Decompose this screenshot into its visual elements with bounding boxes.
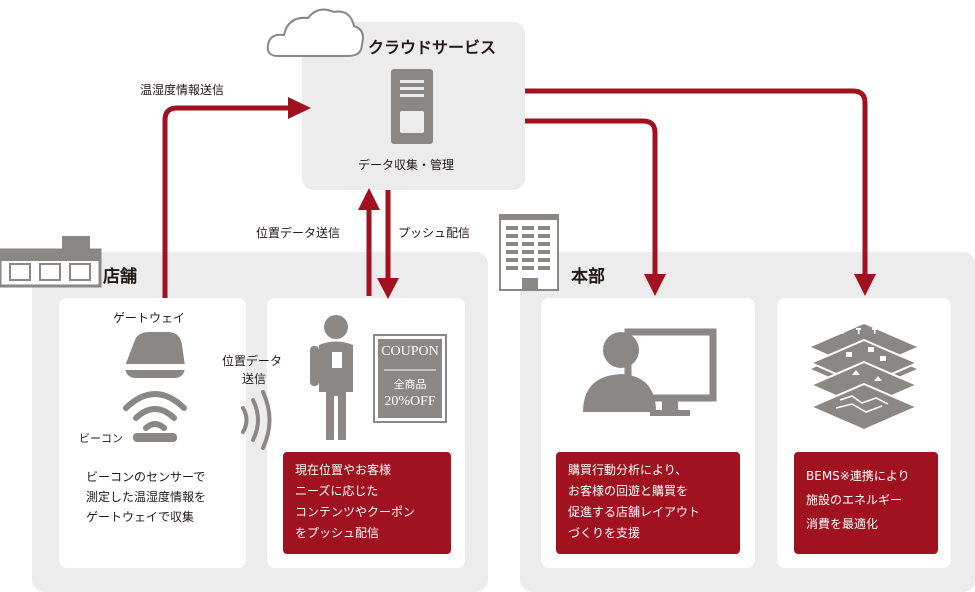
building-floors-icon	[808, 324, 920, 432]
bems-box: BEMS※連携により 施設のエネルギー 消費を最適化	[794, 452, 938, 554]
beacon-label: ビーコン	[79, 432, 123, 445]
data-collection-label: データ収集・管理	[358, 158, 455, 172]
beacon-location-send-label-2: 送信	[242, 372, 267, 386]
analyst-computer-icon	[583, 328, 717, 416]
server-icon	[391, 69, 433, 144]
temp-humidity-arrowhead	[288, 97, 311, 119]
gateway-icon	[125, 332, 185, 378]
push-box-line: 現在位置やお客様	[295, 463, 392, 477]
cloud-icon	[266, 8, 364, 57]
store-building-icon	[0, 236, 102, 288]
analysis-box-line: 促進する店舗レイアウト	[568, 505, 701, 519]
coupon-line-1: 全商品	[393, 378, 427, 391]
push-delivery-box: 現在位置やお客様 ニーズに応じた コンテンツやクーポン をプッシュ配信	[283, 452, 451, 554]
store-description-line: ビーコンのセンサーで	[86, 470, 206, 484]
beacon-location-send-label-1: 位置データ	[222, 354, 283, 368]
analysis-box: 購買行動分析により、 お客様の回遊と購買を 促進する店舗レイアウト づくりを支援	[556, 452, 740, 554]
location-send-label: 位置データ送信	[256, 226, 341, 240]
bems-box-line: BEMS※連携により	[806, 469, 910, 483]
store-description-line: 測定した温湿度情報を	[86, 490, 207, 504]
analysis-box-line: づくりを支援	[568, 526, 641, 540]
push-box-line: ニーズに応じた	[295, 484, 379, 498]
temp-humidity-send-label: 温湿度情報送信	[140, 83, 225, 97]
office-building-icon	[499, 214, 559, 291]
cloud-to-analysis-arrow	[525, 118, 658, 276]
cloud-service-title: クラウドサービス	[368, 38, 497, 57]
gateway-label: ゲートウェイ	[113, 311, 186, 325]
push-delivery-label: プッシュ配信	[398, 226, 471, 240]
shopper-person-icon	[310, 315, 353, 440]
cloud-to-bems-arrowhead	[854, 274, 876, 296]
headquarters-title: 本部	[571, 267, 605, 287]
location-send-arrowhead	[358, 188, 380, 210]
analysis-box-line: 購買行動分析により、	[568, 463, 688, 477]
push-box-line: をプッシュ配信	[295, 526, 380, 540]
push-delivery-arrowhead	[377, 278, 399, 299]
beacon-icon	[123, 391, 187, 431]
store-description: ビーコンのセンサーで 測定した温湿度情報を ゲートウェイで収集	[86, 467, 246, 527]
push-box-line: コンテンツやクーポン	[295, 505, 416, 519]
bems-box-line: 消費を最適化	[806, 517, 879, 531]
signal-waves-icon	[241, 390, 272, 450]
store-description-line: ゲートウェイで収集	[86, 510, 195, 524]
bems-box-line: 施設のエネルギー	[806, 493, 903, 507]
cloud-to-bems-arrow	[525, 88, 868, 276]
analysis-box-line: お客様の回遊と購買を	[568, 484, 689, 498]
store-title: 店舗	[103, 267, 137, 287]
coupon-line-2: 20%OFF	[384, 394, 436, 409]
coupon-icon	[373, 334, 447, 423]
cloud-to-analysis-arrowhead	[644, 274, 666, 296]
coupon-title: COUPON	[381, 344, 439, 359]
beacon-base	[133, 433, 177, 442]
temp-humidity-arrow	[162, 105, 290, 298]
